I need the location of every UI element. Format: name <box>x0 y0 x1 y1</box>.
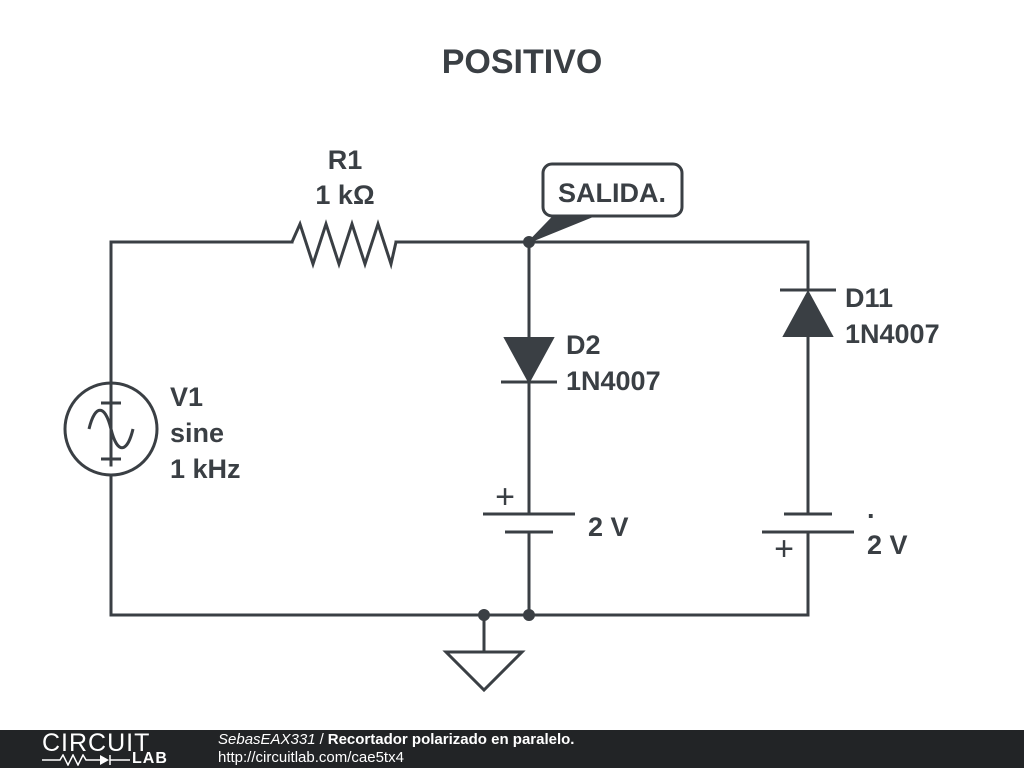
circuit-schematic: POSITIVO R1 1 kΩ V1 sine 1 kHz D2 1N4007 <box>63 43 940 693</box>
circuitlab-logo: CIRCUIT LAB <box>42 729 176 768</box>
diode-d11-triangle-icon <box>782 289 834 337</box>
circuit-description: Recortador polarizado en paralelo. <box>327 731 575 748</box>
diode-d2-triangle-icon <box>503 337 555 385</box>
net-label-box <box>541 162 684 218</box>
battery-b2-dot-label: . <box>867 494 875 524</box>
schematic-title: POSITIVO <box>442 43 603 81</box>
wire-b2-bottom <box>109 475 810 617</box>
d11-name-label: D11 <box>845 283 893 313</box>
source-circle-icon <box>63 381 159 477</box>
battery-b2 <box>762 512 854 534</box>
resistor-r1 <box>290 219 398 270</box>
diode-d11 <box>780 288 836 337</box>
title-separator: / <box>319 731 324 748</box>
circuit-title-line: SebasEAX331/Recortador polarizado en par… <box>218 731 574 749</box>
resistor-zigzag-icon <box>290 219 398 270</box>
v1-freq-label: 1 kHz <box>170 454 241 484</box>
net-label-pointer-icon <box>528 213 599 243</box>
footer-bar: CIRCUIT LAB SebasEAX331/Recortador polar… <box>0 729 1024 768</box>
circuit-url[interactable]: http://circuitlab.com/cae5tx4 <box>218 749 404 766</box>
net-label-salida: SALIDA. <box>528 162 684 243</box>
wire-top-left <box>109 240 294 467</box>
logo-text-lab: LAB <box>132 750 168 767</box>
circuit-info: SebasEAX331/Recortador polarizado en par… <box>218 731 574 767</box>
r1-name-label: R1 <box>328 145 363 175</box>
battery-b1-value-label: 2 V <box>588 512 629 542</box>
junction-node-ground <box>478 609 490 621</box>
d2-name-label: D2 <box>566 330 601 360</box>
v1-name-label: V1 <box>170 382 203 412</box>
battery-b2-plus-sign: + <box>774 530 794 568</box>
junction-node-d2-bottom <box>523 609 535 621</box>
d2-part-label: 1N4007 <box>566 366 661 396</box>
d11-part-label: 1N4007 <box>845 319 940 349</box>
r1-value-label: 1 kΩ <box>315 180 374 210</box>
battery-b2-value-label: 2 V <box>867 530 908 560</box>
wires <box>109 240 810 654</box>
battery-b1 <box>483 512 575 534</box>
sine-wave-icon <box>87 408 135 450</box>
sine-source-v1 <box>63 381 159 477</box>
logo-resistor-diode-icon <box>42 754 130 766</box>
ground-icon <box>442 650 526 693</box>
wire-top-right <box>527 240 810 290</box>
battery-b1-plus-sign: + <box>495 478 515 516</box>
author-link[interactable]: SebasEAX331 <box>218 731 316 748</box>
logo-text-circuit: CIRCUIT <box>42 729 151 757</box>
net-label-text: SALIDA. <box>558 178 666 208</box>
v1-type-label: sine <box>170 418 224 448</box>
diode-d2 <box>501 337 557 385</box>
